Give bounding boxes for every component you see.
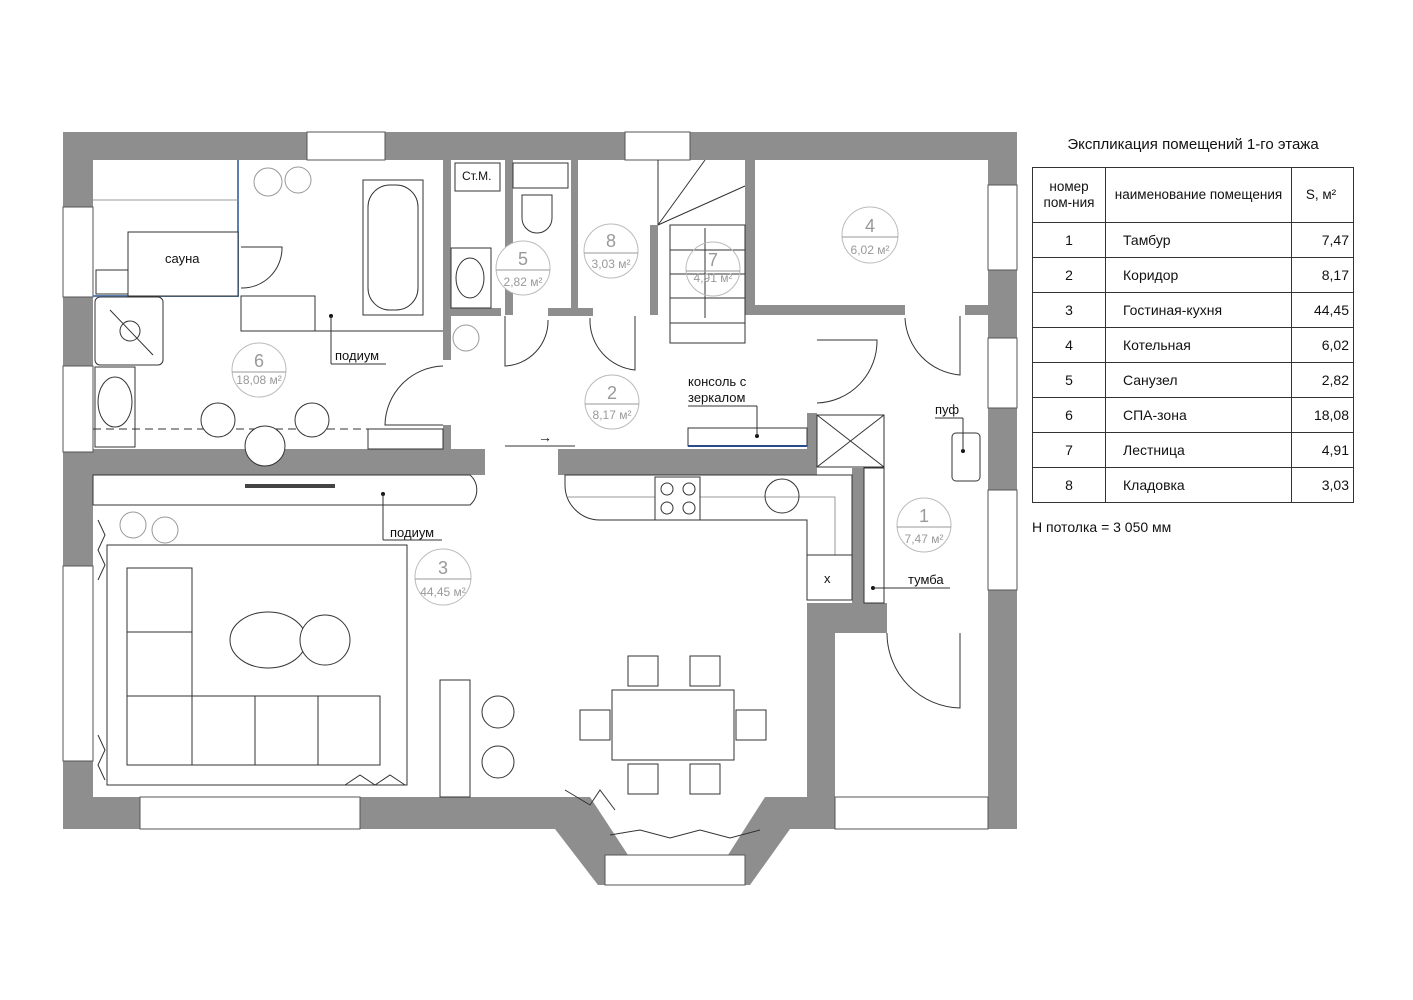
- console-label-1: консоль с: [688, 374, 747, 389]
- cell-name: Коридор: [1105, 257, 1292, 293]
- cell-area: 8,17: [1291, 257, 1354, 293]
- cell-num: 7: [1032, 432, 1106, 468]
- explication-table: номер пом-ния наименование помещения S, …: [1032, 167, 1354, 503]
- cell-name: Котельная: [1105, 327, 1292, 363]
- cell-area: 6,02: [1291, 327, 1354, 363]
- cell-num: 8: [1032, 467, 1106, 503]
- podium-spa-label: подиум: [335, 348, 379, 363]
- cell-area: 2,82: [1291, 362, 1354, 398]
- cell-name: Гостиная-кухня: [1105, 292, 1292, 328]
- x-mark-label: x: [824, 571, 831, 586]
- svg-text:2: 2: [607, 383, 617, 403]
- spa-furniture: [93, 160, 480, 467]
- header-number: номер пом-ния: [1032, 167, 1106, 223]
- cell-name: Лестница: [1105, 432, 1292, 468]
- room-marker-6: 6 18,08 м²: [231, 342, 287, 398]
- room-marker-1: 1 7,47 м²: [896, 497, 952, 553]
- ceiling-height-note: Н потолка = 3 050 мм: [1032, 519, 1172, 535]
- svg-text:5: 5: [518, 249, 528, 269]
- svg-text:6: 6: [254, 351, 264, 371]
- explication-table-panel: Экспликация помещений 1-го этажа номер п…: [1032, 136, 1354, 503]
- living-furniture: [92, 474, 853, 839]
- cell-name: СПА-зона: [1105, 397, 1292, 433]
- room-marker-4: 4 6,02 м²: [841, 206, 899, 264]
- header-name: наименование помещения: [1105, 167, 1292, 223]
- room-marker-2: 2 8,17 м²: [584, 374, 640, 430]
- svg-text:7: 7: [708, 250, 718, 270]
- svg-text:18,08 м²: 18,08 м²: [236, 373, 282, 387]
- svg-text:6,02 м²: 6,02 м²: [851, 243, 890, 257]
- cell-num: 4: [1032, 327, 1106, 363]
- svg-text:2,82 м²: 2,82 м²: [504, 275, 543, 289]
- corridor-furniture: →: [505, 316, 981, 709]
- svg-text:7,47 м²: 7,47 м²: [905, 532, 944, 546]
- stair-steps: [669, 224, 746, 344]
- cell-num: 6: [1032, 397, 1106, 433]
- svg-text:8,17 м²: 8,17 м²: [593, 408, 632, 422]
- cell-area: 7,47: [1291, 222, 1354, 258]
- header-area: S, м²: [1291, 167, 1354, 223]
- bath-furniture: [450, 159, 746, 371]
- console-label-2: зеркалом: [688, 390, 745, 405]
- svg-text:4,91 м²: 4,91 м²: [694, 271, 733, 285]
- svg-text:3: 3: [438, 558, 448, 578]
- washer-label: Ст.М.: [462, 169, 492, 183]
- room-marker-5: 5 2,82 м²: [495, 240, 551, 296]
- cell-num: 3: [1032, 292, 1106, 328]
- cell-name: Санузел: [1105, 362, 1292, 398]
- svg-text:8: 8: [606, 231, 616, 251]
- cabinet-label: тумба: [908, 572, 944, 587]
- room-marker-8: 8 3,03 м²: [583, 223, 639, 279]
- cell-num: 2: [1032, 257, 1106, 293]
- sauna-label: сауна: [165, 251, 200, 266]
- cell-area: 4,91: [1291, 432, 1354, 468]
- svg-text:1: 1: [919, 506, 929, 526]
- svg-text:44,45 м²: 44,45 м²: [420, 585, 466, 599]
- cell-num: 5: [1032, 362, 1106, 398]
- windows: [62, 131, 1018, 886]
- cell-num: 1: [1032, 222, 1106, 258]
- svg-text:→: →: [538, 429, 552, 445]
- podium-living-label: подиум: [390, 525, 434, 540]
- svg-text:3,03 м²: 3,03 м²: [592, 257, 631, 271]
- cell-area: 18,08: [1291, 397, 1354, 433]
- room-marker-7: 74,91 м²: [685, 241, 741, 297]
- cell-area: 3,03: [1291, 467, 1354, 503]
- pouf-label: пуф: [935, 402, 959, 417]
- cell-area: 44,45: [1291, 292, 1354, 328]
- cell-name: Тамбур: [1105, 222, 1292, 258]
- explication-title: Экспликация помещений 1-го этажа: [1067, 136, 1319, 153]
- room-marker-3: 3 44,45 м²: [414, 548, 472, 606]
- cell-name: Кладовка: [1105, 467, 1292, 503]
- svg-text:4: 4: [865, 216, 875, 236]
